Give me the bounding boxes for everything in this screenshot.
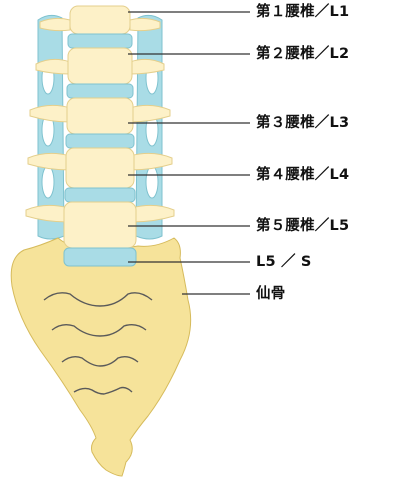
- vertebral-column: [63, 5, 137, 267]
- label-l1: 第１腰椎／L1: [256, 4, 350, 20]
- label-l2: 第２腰椎／L2: [256, 46, 350, 62]
- transverse-processes: [25, 17, 175, 223]
- label-l5: 第５腰椎／L5: [256, 218, 350, 234]
- sacrum: [10, 237, 192, 477]
- label-l4: 第４腰椎／L4: [256, 167, 350, 183]
- label-sacrum: 仙骨: [256, 286, 286, 302]
- leader-lines: [128, 11, 250, 295]
- label-l3: 第３腰椎／L3: [256, 115, 350, 131]
- label-l5-s: L5 ／ S: [256, 254, 312, 270]
